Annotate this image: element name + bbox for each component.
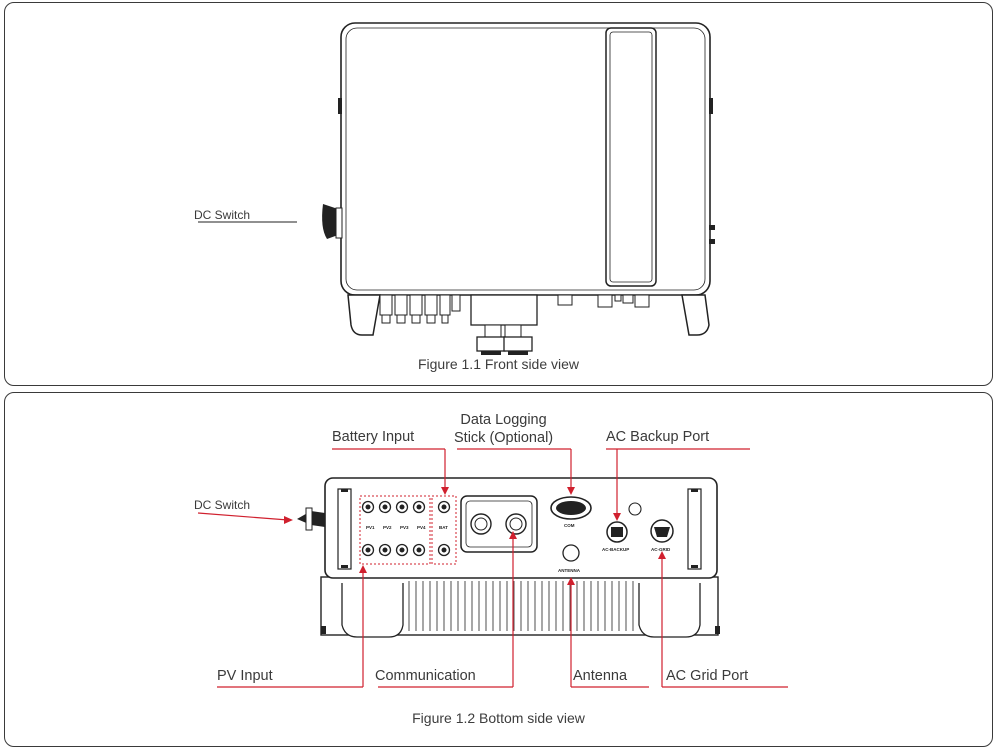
- figure-1-caption: Figure 1.1 Front side view: [417, 356, 580, 372]
- pv1-marking: PV1: [366, 525, 375, 530]
- connector-pin: [441, 504, 447, 510]
- communication-block: [460, 495, 538, 553]
- display-strip: [605, 27, 657, 287]
- pv2-marking: PV2: [383, 525, 392, 530]
- connector-pin: [382, 504, 388, 510]
- dc-switch-label-front: DC Switch: [194, 208, 251, 222]
- battery-input-box: [431, 495, 457, 565]
- front-view-panel: DC Switch Figure 1.1 Front side view: [4, 2, 993, 386]
- left-foot: [347, 294, 381, 336]
- bottom-view-drawing: PV1 PV2 PV3 PV4 BAT COM ANTENNA AC-BACKU…: [197, 448, 788, 688]
- pv-input-label: PV Input: [217, 668, 273, 684]
- connector-pin: [441, 547, 447, 553]
- connector-pin: [382, 547, 388, 553]
- pv-ports: [361, 500, 451, 557]
- battery-input-label: Battery Input: [332, 429, 415, 445]
- dc-switch-knob: [322, 204, 338, 239]
- heat-sink-fins: [408, 581, 634, 631]
- dc-switch-leader: [197, 512, 289, 521]
- connector-pin: [365, 547, 371, 553]
- dc-switch-label-bottom: DC Switch: [194, 498, 251, 512]
- ac-grid-marking: AC-GRID: [651, 547, 671, 552]
- bat-marking: BAT: [439, 525, 448, 530]
- antenna-marking: ANTENNA: [558, 568, 581, 573]
- figure-2-caption: Figure 1.2 Bottom side view: [412, 710, 585, 726]
- antenna-label: Antenna: [573, 668, 628, 684]
- comm-box: [470, 294, 538, 326]
- com-marking: COM: [564, 523, 575, 528]
- pv4-marking: PV4: [417, 525, 426, 530]
- right-foot: [681, 294, 710, 336]
- connector-pin: [399, 547, 405, 553]
- pv-connectors: [379, 294, 461, 324]
- bottom-view-panel: PV1 PV2 PV3 PV4 BAT COM ANTENNA AC-BACKU…: [4, 392, 993, 747]
- ac-backup-port-label: AC Backup Port: [606, 429, 710, 445]
- connector-pin: [416, 504, 422, 510]
- pv3-marking: PV3: [400, 525, 409, 530]
- communication-label: Communication: [375, 668, 476, 684]
- ac-grid-port-label: AC Grid Port: [666, 668, 749, 684]
- front-view-drawing: [198, 22, 715, 355]
- connector-pin: [365, 504, 371, 510]
- connector-pin: [416, 547, 422, 553]
- pv-input-box: [359, 495, 431, 565]
- data-logging-label: Data Logging Stick (Optional): [454, 412, 554, 446]
- inverter-body: [340, 22, 711, 296]
- leader-lines: [197, 448, 788, 688]
- connector-pin: [399, 504, 405, 510]
- arrowheads: [284, 487, 666, 585]
- ac-backup-marking: AC-BACKUP: [602, 547, 629, 552]
- antenna-port: [562, 544, 580, 562]
